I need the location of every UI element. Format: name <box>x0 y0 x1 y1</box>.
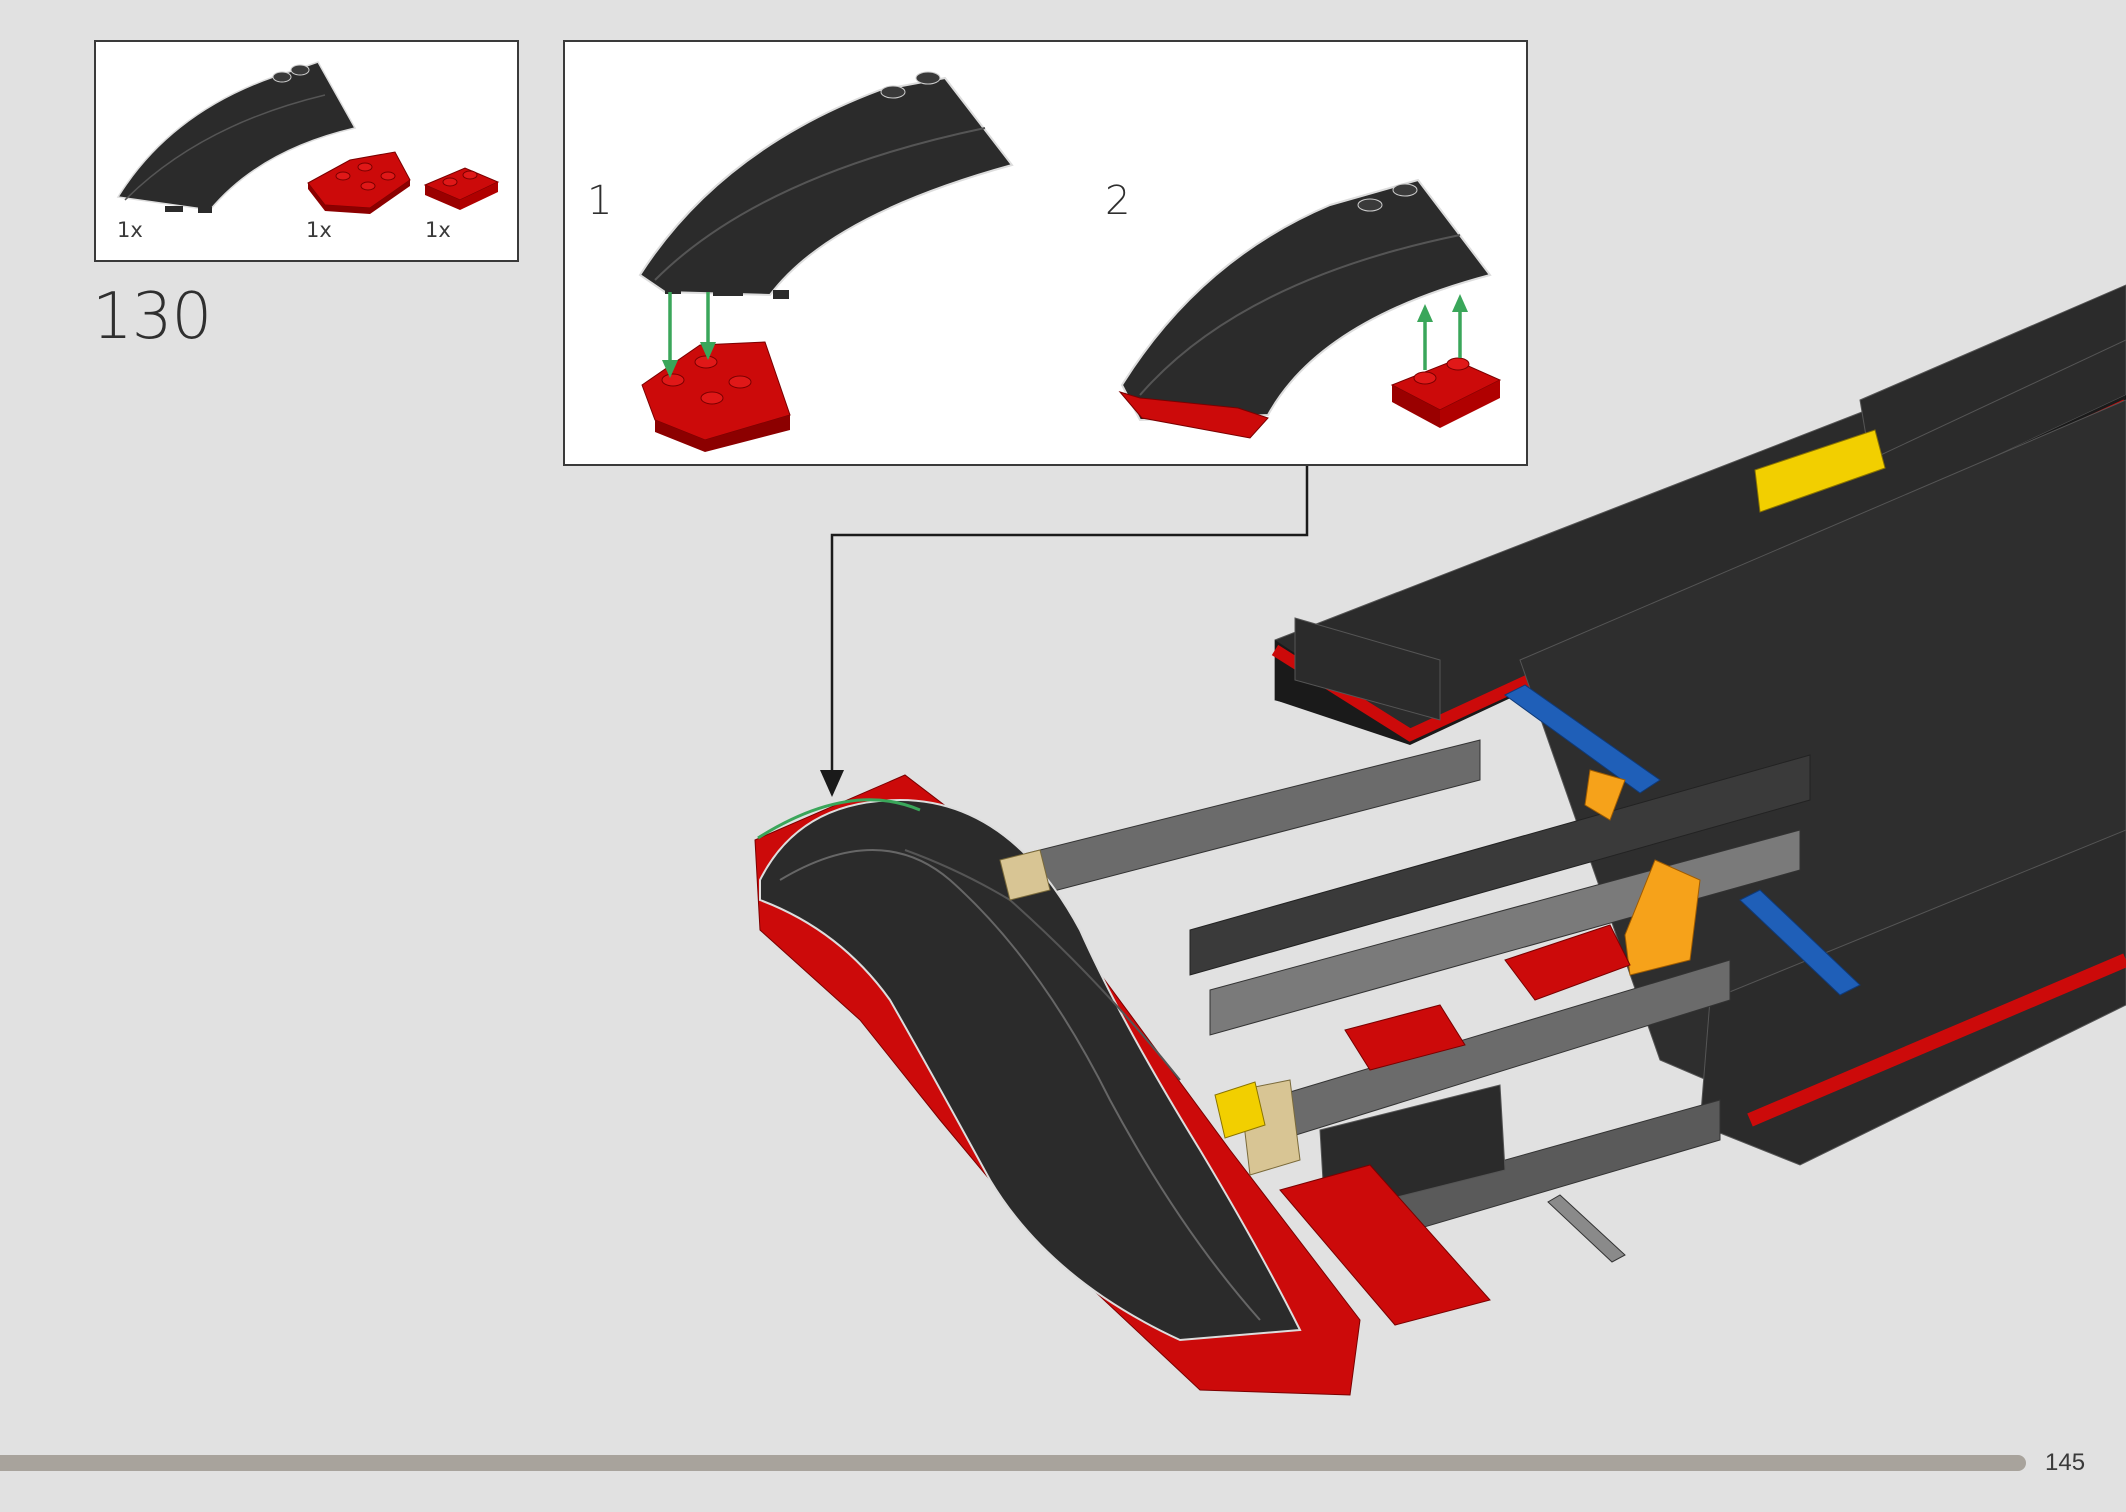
part-quantity: 1x <box>306 218 332 242</box>
progress-bar <box>0 1455 2026 1471</box>
callout-connector-line <box>830 466 1309 780</box>
placement-arrow-icon <box>820 770 844 797</box>
part-quantity: 1x <box>425 218 451 242</box>
red-plate-2x2-icon <box>423 167 500 210</box>
main-model-illustration <box>754 284 2126 1396</box>
substep-2-illustration <box>1118 178 1502 439</box>
step-number: 130 <box>92 280 212 354</box>
substep-1-illustration <box>638 71 1014 452</box>
part-quantity: 1x <box>117 218 143 242</box>
page-number: 145 <box>2045 1449 2086 1476</box>
substep-number: 2 <box>1105 178 1131 224</box>
black-curved-slope-brick-icon <box>116 61 357 213</box>
substep-number: 1 <box>587 178 613 224</box>
red-wedge-plate-icon <box>307 151 411 214</box>
